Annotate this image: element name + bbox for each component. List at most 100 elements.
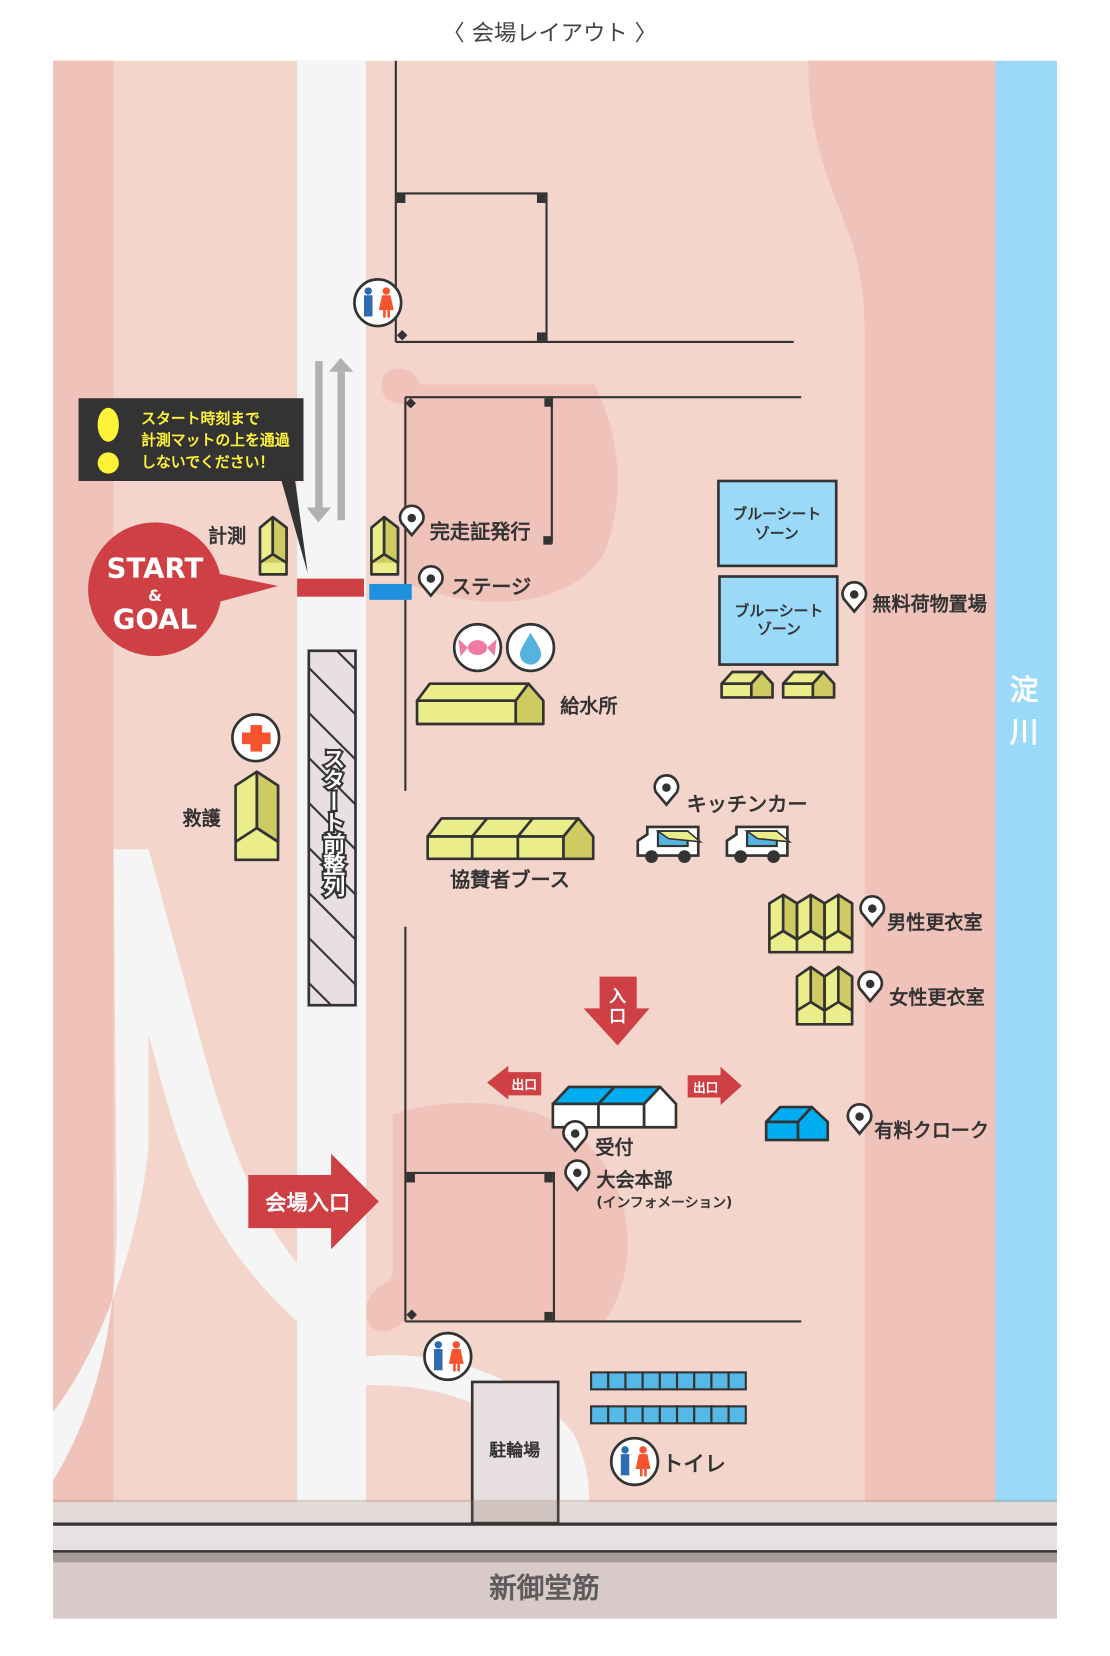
portable-toilet bbox=[693, 1371, 713, 1391]
timing-tent-left bbox=[258, 515, 288, 576]
portable-toilet bbox=[590, 1405, 610, 1425]
portable-toilet bbox=[624, 1371, 644, 1391]
warning-line-3: しないでください！ bbox=[141, 453, 274, 471]
hq-sub-label: (インフォメーション) bbox=[596, 1195, 732, 1211]
blue-sheet-1-line2: ゾーン bbox=[755, 524, 799, 542]
water-drop-icon bbox=[505, 622, 556, 673]
timing-mat-red bbox=[297, 578, 364, 597]
warning-callout: スタート時刻まで 計測マットの上を通過 しないでください！ bbox=[78, 398, 308, 574]
portable-toilet bbox=[624, 1405, 644, 1425]
reception-tent bbox=[551, 1085, 678, 1129]
small-tent bbox=[781, 670, 836, 699]
portable-toilets-row-2 bbox=[590, 1405, 747, 1425]
map-pin-icon bbox=[857, 970, 884, 1004]
first-aid-label: 救護 bbox=[183, 807, 222, 830]
portable-toilet bbox=[641, 1405, 661, 1425]
food-truck-icon bbox=[636, 825, 703, 864]
paid-cloak-label: 有料クローク bbox=[874, 1119, 989, 1142]
timing-mat-blue bbox=[369, 583, 412, 600]
plaza-upper bbox=[381, 368, 618, 603]
toilet-icon bbox=[353, 278, 403, 328]
blue-sheet-2-line2: ゾーン bbox=[757, 620, 801, 638]
river-label-1: 淀 bbox=[1010, 673, 1039, 707]
small-tent bbox=[720, 670, 774, 699]
portable-toilet bbox=[727, 1371, 747, 1391]
sponsor-booths-label: 協賛者ブース bbox=[450, 867, 570, 891]
start-goal-marker: START & GOAL bbox=[88, 522, 279, 657]
bottom-shade bbox=[53, 1499, 1057, 1524]
portable-toilet bbox=[675, 1371, 696, 1391]
river bbox=[995, 60, 1057, 1502]
womens-changing-tents bbox=[795, 965, 854, 1026]
mens-changing-tents bbox=[768, 893, 854, 954]
direction-arrows bbox=[306, 357, 354, 523]
sidewalk bbox=[53, 1523, 1057, 1553]
portable-toilets-row-1 bbox=[590, 1371, 747, 1391]
red-cross-icon bbox=[231, 713, 281, 763]
portable-toilet bbox=[710, 1371, 730, 1391]
bike-parking-label: 駐輪場 bbox=[489, 1440, 540, 1461]
water-station-tent bbox=[415, 682, 545, 726]
portable-toilet bbox=[693, 1405, 713, 1425]
exit-left-label: 出口 bbox=[512, 1077, 537, 1093]
map-title: 〈 会場レイアウト 〉 bbox=[442, 21, 657, 47]
exit-left-arrow: 出口 bbox=[487, 1065, 542, 1100]
bike-parking-area bbox=[470, 1380, 560, 1525]
finisher-cert-label: 完走証発行 bbox=[430, 519, 531, 543]
portable-toilet bbox=[607, 1371, 627, 1391]
entrance-arrow-label-1: 入 bbox=[609, 987, 626, 1007]
map-pin-icon bbox=[562, 1120, 589, 1153]
timing-tent-right bbox=[370, 515, 400, 576]
portable-toilet bbox=[675, 1405, 696, 1425]
toilet-icon bbox=[609, 1436, 660, 1487]
portable-toilet bbox=[641, 1371, 661, 1391]
blue-sheet-2-line1: ブルーシート bbox=[735, 602, 824, 620]
portable-toilet bbox=[727, 1405, 747, 1425]
portable-toilet bbox=[658, 1371, 679, 1391]
exit-right-label: 出口 bbox=[693, 1080, 718, 1096]
venue-walls bbox=[394, 60, 802, 1323]
portable-toilet bbox=[710, 1405, 730, 1425]
toilet-icon bbox=[423, 1331, 473, 1382]
street bbox=[53, 1552, 1057, 1619]
venue-entrance-arrow: 会場入口 bbox=[248, 1153, 379, 1250]
food-truck-icon bbox=[725, 825, 793, 864]
first-aid-tent bbox=[234, 770, 280, 862]
stage-label: ステージ bbox=[451, 574, 531, 598]
mens-changing-label: 男性更衣室 bbox=[887, 911, 982, 934]
exclamation-icon bbox=[97, 407, 119, 474]
exit-right-arrow: 出口 bbox=[687, 1066, 742, 1105]
portable-toilet bbox=[658, 1405, 679, 1425]
water-station-label: 給水所 bbox=[560, 694, 617, 717]
ampersand-label: & bbox=[148, 586, 162, 605]
candy-icon bbox=[452, 622, 503, 673]
goal-label: GOAL bbox=[113, 602, 197, 635]
entrance-down-arrow: 入 口 bbox=[583, 976, 650, 1046]
portable-toilet bbox=[607, 1405, 627, 1425]
pre-start-queue-label: スタート前整列 bbox=[319, 747, 345, 898]
blue-sheet-zone-2 bbox=[718, 575, 839, 666]
curved-road bbox=[53, 849, 298, 1481]
map-pin-icon bbox=[841, 581, 868, 614]
start-label: START bbox=[107, 552, 204, 585]
riverbank-area bbox=[808, 60, 996, 1502]
reception-label: 受付 bbox=[595, 1136, 633, 1159]
paid-cloak-tent bbox=[764, 1105, 830, 1142]
map-pin-icon bbox=[564, 1159, 591, 1192]
sponsor-booths-tent bbox=[426, 817, 595, 861]
plaza-lower bbox=[365, 1102, 628, 1332]
entrance-arrow-label-2: 口 bbox=[609, 1007, 626, 1027]
hq-label: 大会本部 bbox=[596, 1169, 672, 1192]
map-pin-icon bbox=[398, 504, 425, 538]
blue-sheet-1-line1: ブルーシート bbox=[732, 505, 821, 523]
warning-line-1: スタート時刻まで bbox=[141, 410, 260, 428]
blue-sheet-zone-1 bbox=[717, 479, 838, 568]
street-label: 新御堂筋 bbox=[489, 1571, 599, 1604]
kitchen-car-label: キッチンカー bbox=[687, 792, 808, 816]
timing-label: 計測 bbox=[208, 525, 246, 548]
map-pin-icon bbox=[846, 1103, 873, 1136]
pre-start-queue-area bbox=[307, 649, 357, 1007]
portable-toilet bbox=[590, 1371, 610, 1391]
river-label-2: 川 bbox=[1010, 715, 1039, 749]
